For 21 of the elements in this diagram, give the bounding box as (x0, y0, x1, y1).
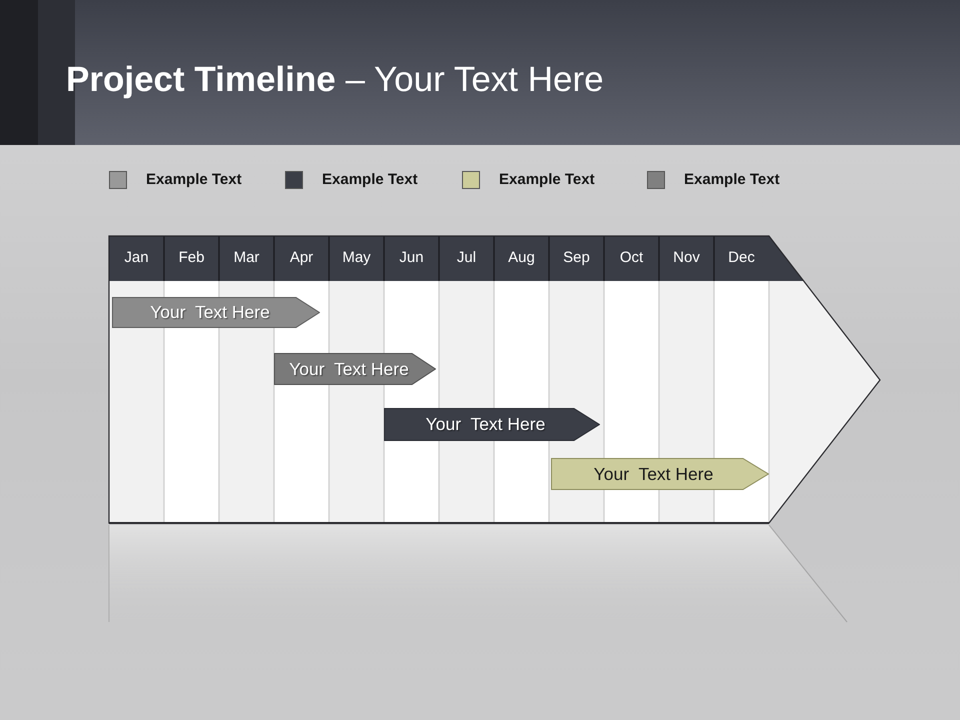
legend-label: Example Text (684, 171, 780, 189)
month-label: Nov (672, 248, 701, 268)
legend-label: Example Text (146, 171, 242, 189)
legend-label: Example Text (499, 171, 595, 189)
month-label: Sep (562, 248, 591, 268)
task-bar: Your Text Here (112, 297, 320, 328)
month-label: Dec (727, 248, 756, 268)
month-label: Jan (123, 248, 150, 268)
month-label: Mar (232, 248, 260, 268)
task-bar: Your Text Here (274, 353, 436, 385)
month-label: Feb (178, 248, 206, 268)
title-text: Project Timeline – Your Text Here (66, 59, 604, 101)
month-label: Aug (507, 248, 536, 268)
month-label: May (341, 248, 372, 268)
month-label: Oct (618, 248, 644, 268)
month-label: Apr (288, 248, 314, 268)
month-label: Jun (398, 248, 425, 268)
task-bar: Your Text Here (384, 408, 600, 441)
task-bar: Your Text Here (551, 458, 769, 490)
legend-label: Example Text (322, 171, 418, 189)
month-label: Jul (456, 248, 478, 268)
